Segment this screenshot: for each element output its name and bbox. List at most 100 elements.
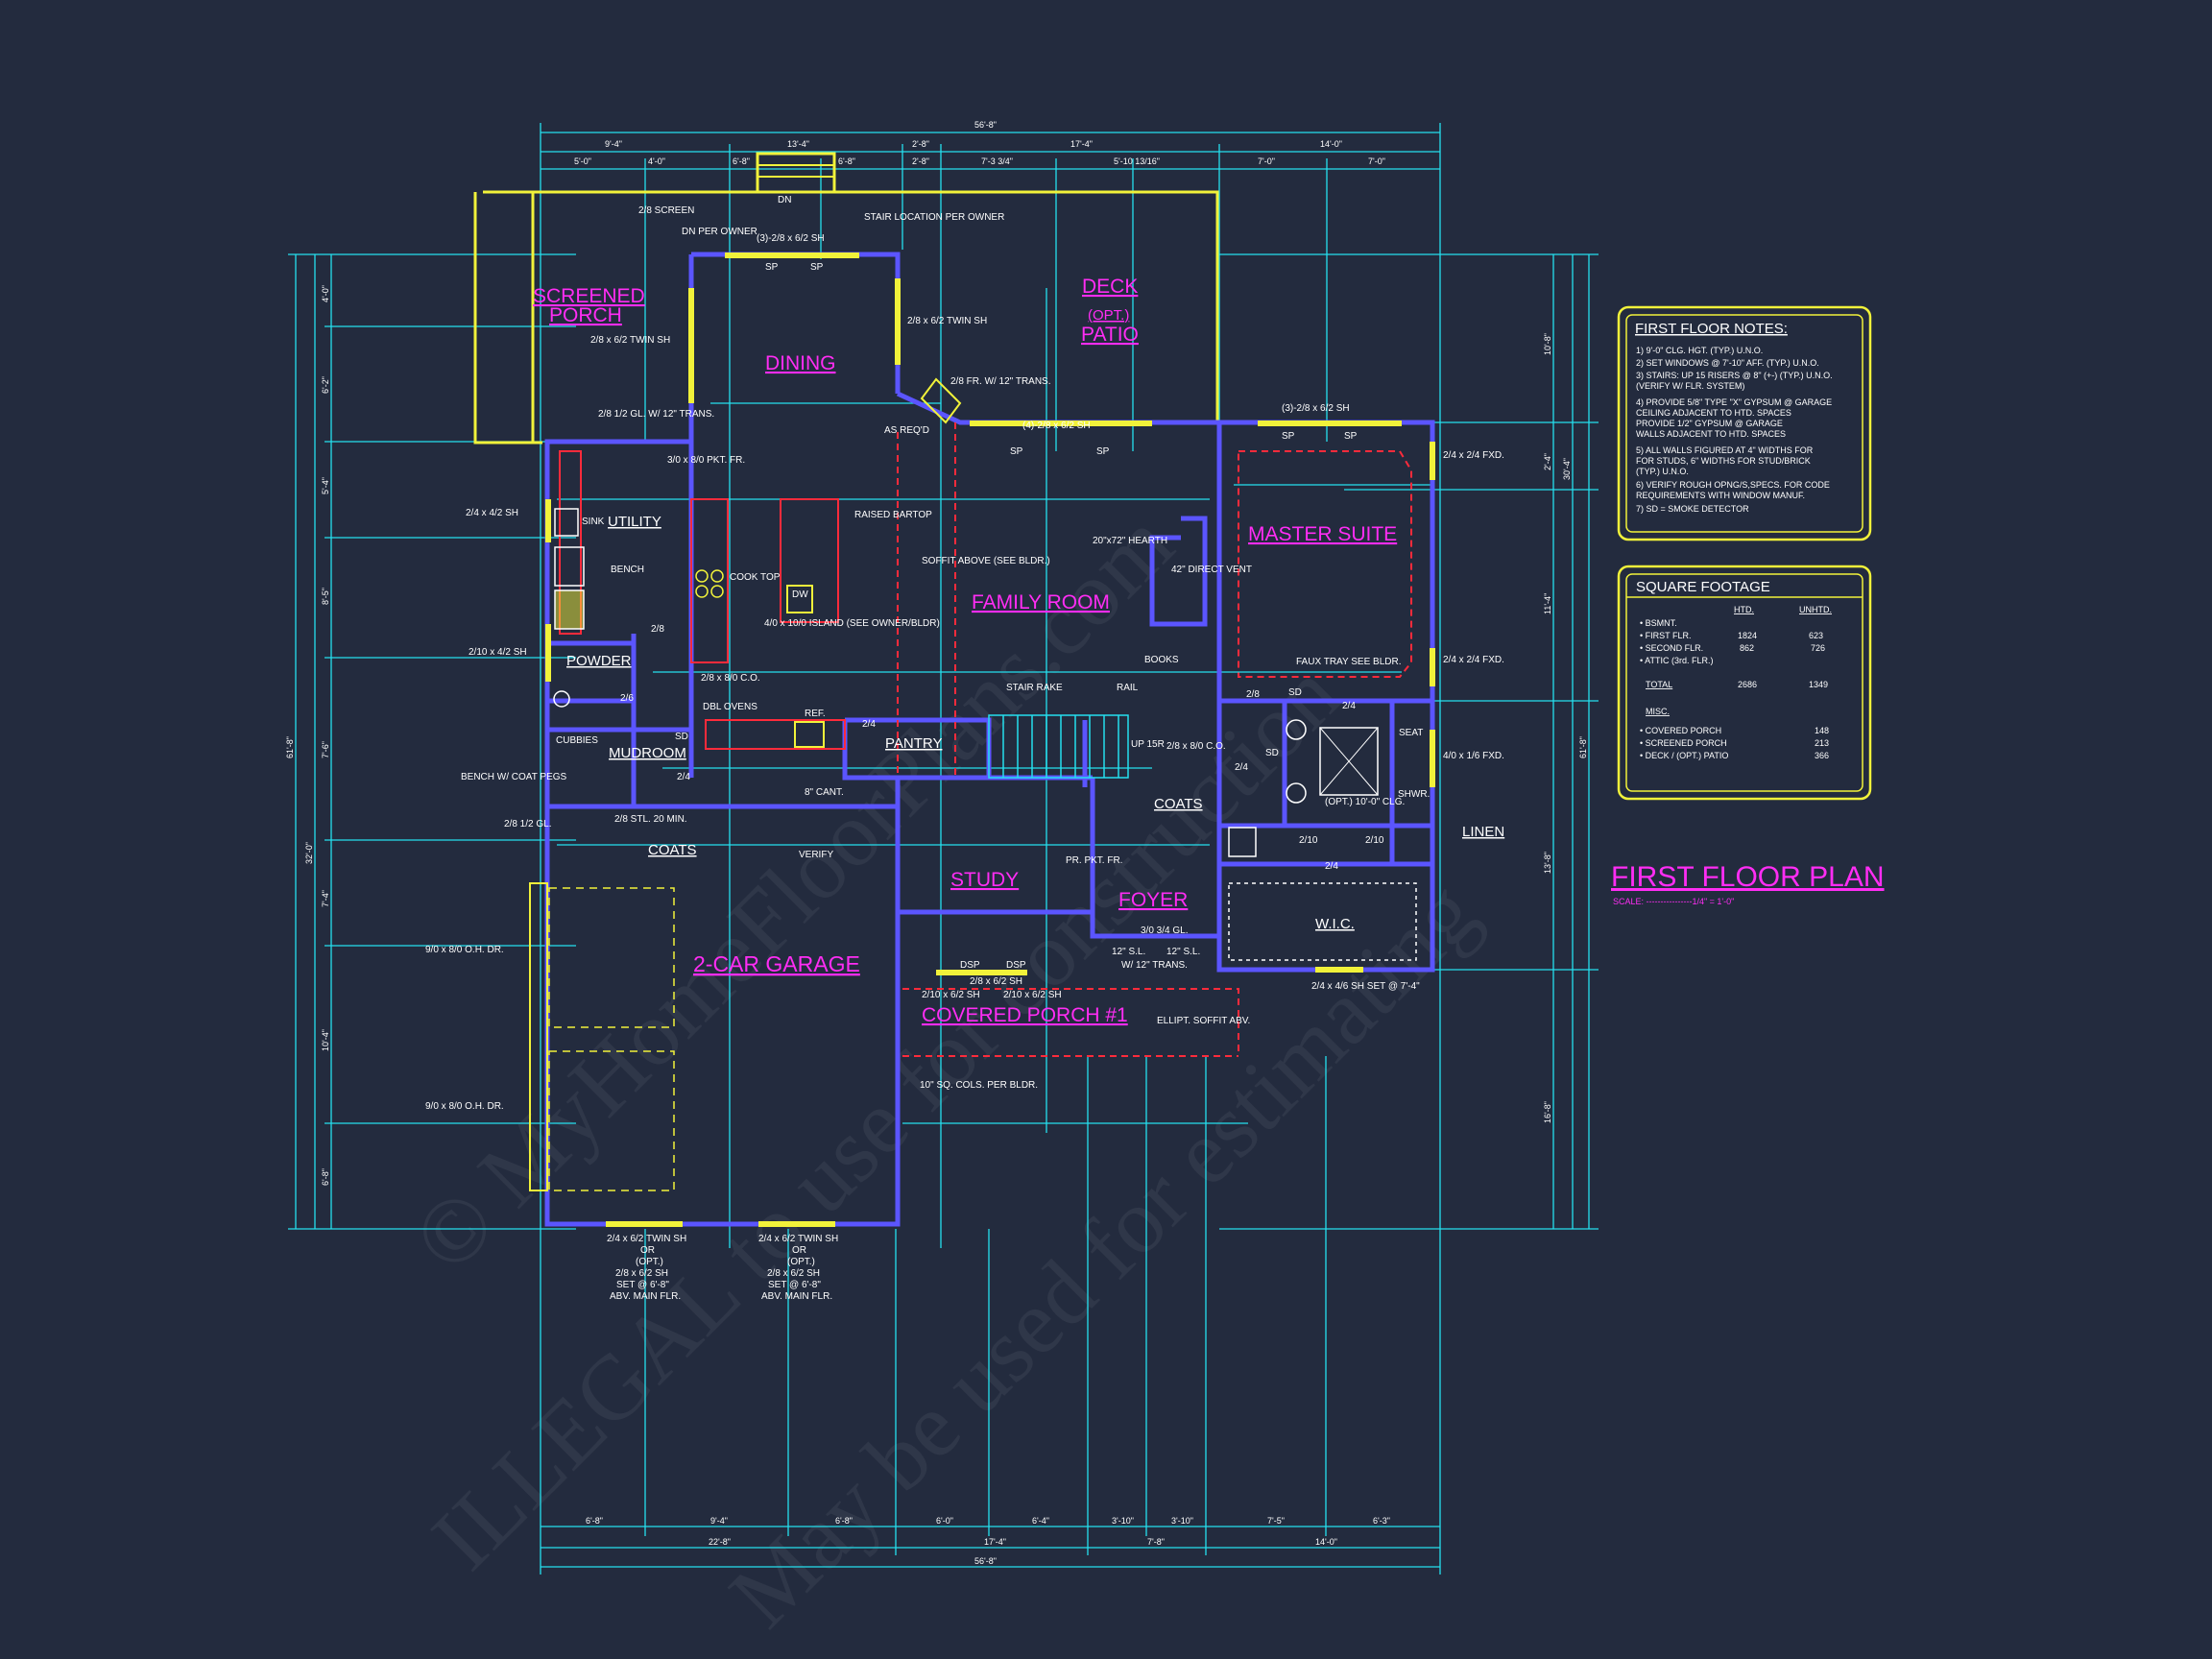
note-sp-2: SP: [810, 262, 824, 273]
note-dining-window: (3)-2/8 x 6/2 SH: [757, 233, 825, 244]
note-foyer-trans: W/ 12" TRANS.: [1121, 960, 1188, 971]
garage-win-b-2: OR: [792, 1245, 806, 1256]
note-ellipt: ELLIPT. SOFFIT ABV.: [1157, 1016, 1250, 1026]
note-co-1: 2/8 x 8/0 C.O.: [701, 673, 760, 684]
note-d26: 2/6: [620, 693, 634, 704]
dim-top-r2-5: 14'-0": [1320, 139, 1342, 149]
dim-bot-r2-2: 17'-4": [984, 1537, 1006, 1547]
note-fxd-1: 2/4 x 2/4 FXD.: [1443, 450, 1504, 461]
note-fr-trans: 2/8 FR. W/ 12" TRANS.: [950, 376, 1051, 387]
note-d24-5: 2/4: [1235, 762, 1248, 773]
garage-win-a-6: ABV. MAIN FLR.: [610, 1291, 681, 1302]
dim-bot-r1-4: 6'-0": [936, 1516, 953, 1526]
note-sh-24-42: 2/4 x 4/2 SH: [466, 508, 518, 518]
note-co-2: 2/8 x 8/0 C.O.: [1166, 741, 1226, 752]
dim-left-seg-4: 8'-5": [321, 588, 330, 605]
dim-top-r3-7: 5'-10 13/16": [1114, 156, 1160, 166]
note-faux-tray: FAUX TRAY SEE BLDR.: [1296, 657, 1401, 667]
garage-window-notes: 2/4 x 6/2 TWIN SH OR (OPT.) 2/8 x 6/2 SH…: [607, 1234, 838, 1302]
sqft-row-2-unhtd: 623: [1809, 631, 1823, 640]
dim-left-seg-2: 6'-2": [321, 376, 330, 394]
note-sp-6: SP: [1344, 431, 1358, 442]
note-oh-2: 9/0 x 8/0 O.H. DR.: [425, 1101, 504, 1112]
dim-bot-r1-9: 6'-3": [1373, 1516, 1390, 1526]
annotations: DN 2/8 SCREEN DN PER OWNER STAIR LOCATIO…: [425, 195, 1504, 1112]
sqft-col-unhtd: UNHTD.: [1799, 605, 1832, 614]
plan-scale: SCALE: ----------------1/4" = 1'-0": [1613, 897, 1734, 906]
dim-bot-r1-6: 3'-10": [1112, 1516, 1134, 1526]
dimension-lines: [288, 123, 1599, 1575]
sqft-misc-2-value: 213: [1815, 738, 1829, 748]
sqft-misc-title: MISC.: [1646, 707, 1670, 716]
deck-outline: [473, 152, 1219, 445]
sqft-title: SQUARE FOOTAGE: [1636, 579, 1770, 595]
room-label-dining: DINING: [765, 352, 836, 374]
room-label-coats-left: COATS: [648, 842, 697, 858]
note-stl: 2/8 STL. 20 MIN.: [614, 814, 687, 825]
plan-title-block: FIRST FLOOR PLAN SCALE: ----------------…: [1611, 861, 1885, 906]
note-dsp-1: DSP: [960, 960, 980, 971]
dim-right-seg-1: 10'-8": [1543, 333, 1552, 355]
note-bench-coat: BENCH W/ COAT PEGS: [461, 772, 567, 782]
sqft-misc-3-label: • DECK / (OPT.) PATIO: [1640, 751, 1728, 760]
notes-line-10: FOR STUDS, 6" WIDTHS FOR STUD/BRICK: [1636, 456, 1811, 466]
note-sh-wic: 2/4 x 4/6 SH SET @ 7'-4": [1311, 981, 1420, 992]
note-sl-1: 12" S.L.: [1112, 947, 1145, 957]
note-dw: DW: [792, 589, 808, 600]
dim-right-second: 30'-4": [1562, 458, 1572, 480]
room-label-utility: UTILITY: [608, 514, 661, 530]
notes-line-5: 4) PROVIDE 5/8" TYPE "X" GYPSUM @ GARAGE: [1636, 397, 1832, 407]
dim-left-second: 32'-0": [304, 842, 314, 864]
sqft-row-1-label: • BSMNT.: [1640, 618, 1677, 628]
dim-top-r3-6: 7'-3 3/4": [981, 156, 1013, 166]
note-study-win-2b: 2/10 x 6/2 SH: [1003, 990, 1062, 1000]
room-label-deck: DECK: [1082, 276, 1138, 298]
fixtures: [553, 508, 1379, 857]
dim-left-seg-7: 10'-4": [321, 1029, 330, 1051]
room-label-garage: 2-CAR GARAGE: [693, 951, 860, 976]
note-verify: VERIFY: [799, 850, 833, 860]
notes-line-6: CEILING ADJACENT TO HTD. SPACES: [1636, 408, 1791, 418]
bottom-dimensions: 6'-8" 9'-4" 6'-8" 6'-0" 6'-4" 3'-10" 3'-…: [586, 1516, 1390, 1566]
note-dn-per-owner: DN PER OWNER: [682, 227, 757, 237]
note-d24-4: 2/4: [1325, 861, 1338, 872]
note-d28-2: 2/8: [1246, 689, 1260, 700]
dim-left-overall: 61'-8": [285, 736, 295, 758]
dim-top-r2-4: 17'-4": [1070, 139, 1093, 149]
dim-bot-r1-3: 6'-8": [835, 1516, 853, 1526]
dim-bot-r1-5: 6'-4": [1032, 1516, 1049, 1526]
note-hearth: 20"x72" HEARTH: [1093, 536, 1167, 546]
watermark-line-3: May be used for estimating: [709, 860, 1495, 1646]
room-labels: SCREENED PORCH DINING DECK (OPT.) PATIO …: [533, 276, 1504, 1026]
room-label-study: STUDY: [950, 869, 1019, 891]
room-label-powder: POWDER: [566, 653, 632, 669]
dim-top-r3-4: 6'-8": [838, 156, 855, 166]
note-sd-3: SD: [675, 732, 688, 742]
note-soffit-above: SOFFIT ABOVE (SEE BLDR.): [922, 556, 1050, 566]
room-label-wic: W.I.C.: [1315, 916, 1355, 932]
note-twin-sh-dining: 2/8 x 6/2 TWIN SH: [907, 316, 987, 326]
dim-left-seg-5: 7'-6": [321, 741, 330, 758]
left-dimensions: 61'-8" 32'-0" 4'-0" 6'-2" 5'-4" 8'-5" 7'…: [285, 285, 330, 1186]
dim-left-seg-8: 6'-8": [321, 1168, 330, 1186]
note-d28-1: 2/8: [651, 624, 664, 635]
room-label-patio: PATIO: [1081, 324, 1139, 346]
notes-line-7: PROVIDE 1/2" GYPSUM @ GARAGE: [1636, 419, 1783, 428]
note-island: 4/0 x 10/0 ISLAND (SEE OWNER/BLDR): [764, 618, 940, 629]
garage-win-b-3: (OPT.): [787, 1257, 815, 1267]
room-label-master-suite: MASTER SUITE: [1248, 523, 1397, 545]
dim-left-seg-3: 5'-4": [321, 477, 330, 494]
garage-doors: [529, 882, 675, 1191]
note-cubbies: CUBBIES: [556, 735, 598, 746]
sqft-row-5-unhtd: 1349: [1809, 680, 1828, 689]
notes-line-11: (TYP.) U.N.O.: [1636, 467, 1689, 476]
note-opt-gl: (OPT.) 10'-0" CLG.: [1325, 797, 1405, 807]
note-dsp-2: DSP: [1006, 960, 1026, 971]
room-label-mudroom: MUDROOM: [609, 745, 686, 761]
sqft-row-4-label: • ATTIC (3rd. FLR.): [1640, 656, 1714, 665]
note-stair-location: STAIR LOCATION PER OWNER: [864, 212, 1004, 223]
notes-line-13: REQUIREMENTS WITH WINDOW MANUF.: [1636, 491, 1805, 500]
dim-bot-r2-1: 22'-8": [709, 1537, 731, 1547]
note-books: BOOKS: [1144, 655, 1179, 665]
note-cols: 10" SQ. COLS. PER BLDR.: [920, 1080, 1038, 1091]
